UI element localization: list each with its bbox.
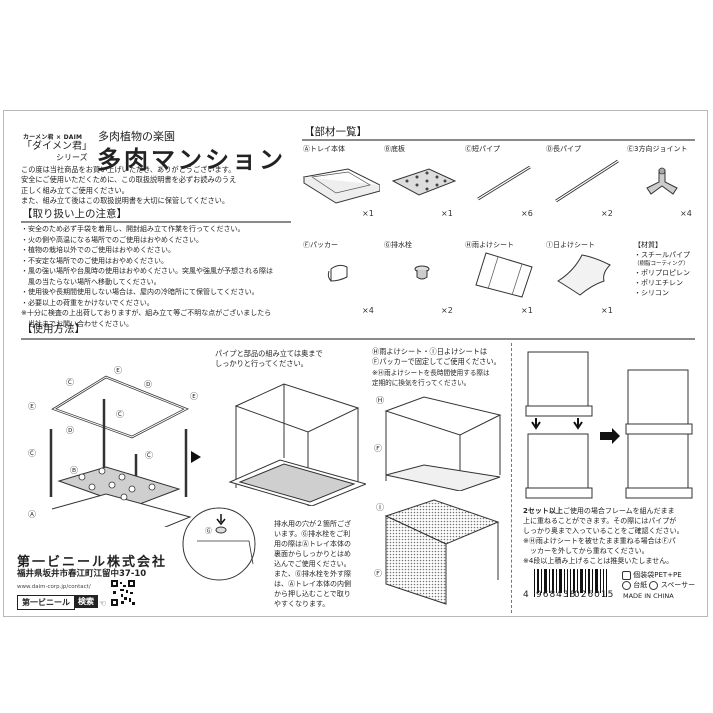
label-c: Ⓒ	[116, 410, 124, 419]
tray-icon	[302, 168, 380, 204]
parts-title: 【部材一覧】	[304, 126, 367, 138]
label-i: Ⓘ	[376, 503, 384, 512]
caution-item: ※十分に検査の上出荷しておりますが、組み立て等ご不明な点がございましたら	[21, 309, 272, 317]
divider	[302, 139, 695, 141]
label-c: Ⓒ	[28, 449, 36, 458]
base-plate-icon	[391, 168, 457, 196]
stacking-diagram	[525, 351, 693, 499]
barcode-digits-left: 968438	[536, 590, 577, 600]
recycle-marks: 個装袋PET+PE 台紙 スペーサー	[622, 570, 695, 590]
label-h: Ⓗ	[376, 396, 384, 405]
subtitle: 多肉植物の楽園	[98, 130, 175, 143]
qty-packer: ×4	[362, 306, 374, 315]
label-a: Ⓐ	[28, 510, 36, 519]
qty-short-pipe: ×6	[521, 209, 533, 218]
qr-code[interactable]	[111, 580, 135, 606]
label-d: Ⓓ	[144, 380, 152, 389]
part-label-shade-sheet: Ⓘ日よけシート	[546, 241, 595, 249]
long-pipe-icon	[555, 159, 619, 203]
label-c: Ⓒ	[145, 451, 153, 460]
stacking-text: 2セット以上ご使用の場合フレームを組んだまま 上に重ねることができます。その際に…	[523, 507, 684, 565]
short-pipe-icon	[477, 165, 531, 201]
qty-drain-plug: ×2	[441, 306, 453, 315]
drain-plug-text: 排水用の穴が２箇所ございます。Ⓖ排水栓をご利用の際はⒶトレイ本体の 裏面からしっ…	[274, 520, 351, 608]
series-suffix: シリーズ	[56, 153, 88, 162]
caution-item: ・安全のため必ず手袋を着用し、開封組み立て作業を行ってください。	[21, 225, 245, 233]
label-b: Ⓑ	[70, 466, 78, 475]
instruction-sheet: カーメン君 × DAIM 「ダイメン君」 シリーズ 多肉植物の楽園 多肉マンショ…	[3, 110, 708, 617]
search-button[interactable]: 検索	[74, 595, 98, 608]
shade-sheet-diagram: Ⓘ Ⓕ	[374, 499, 500, 605]
dashed-divider	[511, 343, 512, 613]
page-title: 多肉マンション	[97, 146, 286, 174]
caution-item: 当社までお問い合わせください。	[21, 319, 133, 328]
qty-joint: ×4	[680, 209, 692, 218]
recycle-plastic-icon	[622, 570, 631, 580]
exploded-assembly-diagram: Ⓔ Ⓔ Ⓔ Ⓒ Ⓓ Ⓒ Ⓓ Ⓒ Ⓒ Ⓑ Ⓐ	[28, 366, 198, 527]
materials-list: 【材質】 ・スチールパイプ （樹脂コーティング） ・ポリプロピレン ・ポリエチレ…	[634, 241, 690, 297]
barcode	[534, 569, 607, 597]
joint-icon	[646, 167, 678, 195]
caution-item: ・必要以上の荷重をかけないでください。	[21, 298, 154, 307]
drain-plug-detail-diagram: Ⓖ	[182, 507, 256, 581]
qty-base-plate: ×1	[441, 209, 453, 218]
pointer-hand-icon: ☜	[99, 599, 107, 608]
part-label-drain-plug: Ⓖ排水栓	[384, 241, 412, 249]
label-f: Ⓕ	[374, 444, 382, 453]
part-label-joint: Ⓔ3方向ジョイント	[627, 145, 688, 153]
made-in: MADE IN CHINA	[623, 592, 674, 600]
usage-title: 【使用方法】	[22, 323, 85, 335]
drain-plug-icon	[414, 265, 430, 280]
qty-rain-sheet: ×1	[521, 306, 533, 315]
qty-long-pipe: ×2	[601, 209, 613, 218]
qty-shade-sheet: ×1	[601, 306, 613, 315]
caution-item: ・使用後や長期間使用しない場合は、屋内の冷暗所にて保管してください。	[21, 288, 259, 296]
recycle-paper-icon	[622, 580, 631, 590]
company-url[interactable]: www.daim-corp.jp/contact/	[17, 584, 91, 590]
rain-sheet-icon	[475, 252, 533, 298]
arrow-right-icon	[191, 451, 201, 463]
label-f: Ⓕ	[374, 569, 382, 578]
part-label-long-pipe: Ⓓ長パイプ	[546, 145, 581, 153]
label-c: Ⓒ	[66, 378, 74, 387]
cautions-list: ・安全のため必ず手袋を着用し、開封組み立て作業を行ってください。 ・火の側や高温…	[21, 224, 273, 329]
barcode-digit-prefix: 4	[523, 590, 530, 600]
part-label-base-plate: Ⓑ底板	[384, 145, 405, 153]
rain-sheet-diagram: Ⓗ Ⓕ	[374, 396, 502, 491]
label-e: Ⓔ	[190, 392, 198, 401]
assembled-frame-diagram	[228, 383, 366, 506]
caution-item: ・風の強い場所や台風時の使用はおやめください。突風や強風が予想される際は	[21, 267, 273, 275]
divider	[21, 221, 291, 223]
company-name: 第一ビニール株式会社	[17, 555, 168, 570]
cautions-title: 【取り扱い上の注意】	[22, 208, 127, 220]
caution-item: 風の当たらない場所へ移動してください。	[21, 277, 161, 286]
qty-tray: ×1	[362, 209, 374, 218]
intro-text: この度は当社商品をお買い上げいただき、ありがとうございます。安全にご使用いただく…	[21, 165, 237, 205]
part-label-tray: Ⓐトレイ本体	[303, 145, 345, 153]
recycle-plastic-icon	[649, 580, 659, 590]
caution-item: ・不安定な場所でのご使用はおやめください。	[21, 256, 168, 265]
divider	[21, 338, 695, 340]
packer-icon	[327, 264, 348, 282]
label-e: Ⓔ	[28, 402, 36, 411]
part-label-short-pipe: Ⓒ短パイプ	[465, 145, 500, 153]
label-d: Ⓓ	[66, 426, 74, 435]
caution-item: ・植物の栽培以外でのご使用はおやめください。	[21, 246, 175, 254]
part-label-packer: Ⓕパッカー	[303, 241, 338, 249]
label-g: Ⓖ	[205, 527, 212, 535]
label-e: Ⓔ	[114, 366, 122, 375]
barcode-digits-right: 026015	[574, 590, 615, 600]
part-label-rain-sheet: Ⓗ雨よけシート	[465, 241, 514, 249]
caution-item: ・火の側や高温になる場所でのご使用はおやめください。	[21, 235, 203, 244]
search-term-box[interactable]: 第一ビニール	[17, 595, 75, 610]
company-address: 福井県坂井市春江町江留中37-10	[17, 569, 147, 579]
shade-sheet-icon	[557, 254, 611, 296]
step2-text: パイプと部品の組み立ては奥までしっかりと行ってください。	[215, 349, 323, 369]
brand-collab: カーメン君 × DAIM	[23, 134, 83, 141]
series-name: 「ダイメン君」	[22, 141, 92, 152]
